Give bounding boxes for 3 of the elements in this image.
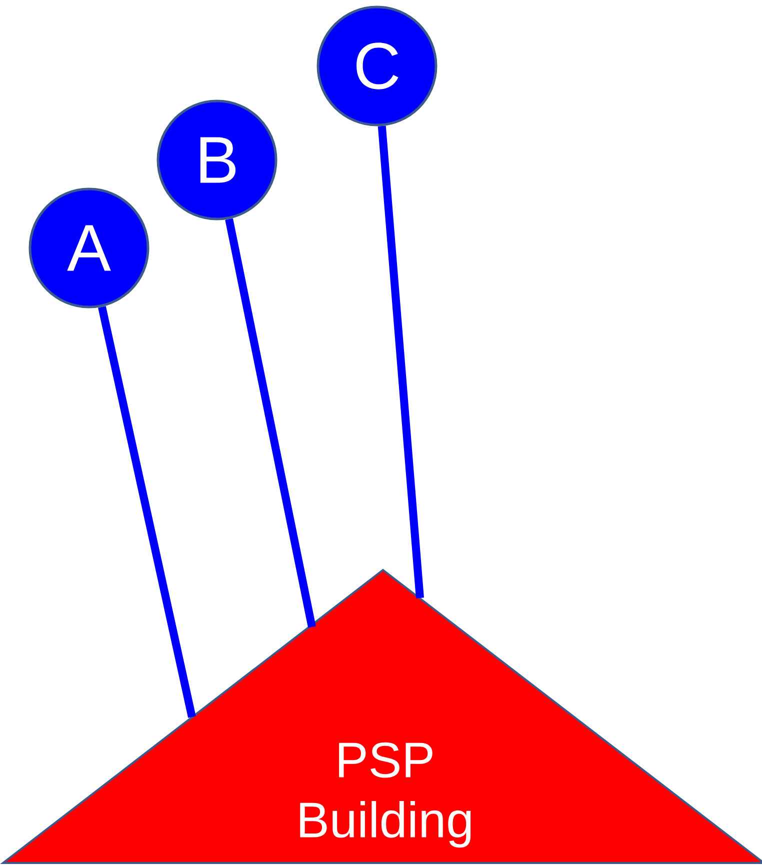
connector-line [378, 126, 424, 598]
connector-line [225, 218, 316, 628]
connector-line [98, 306, 196, 718]
